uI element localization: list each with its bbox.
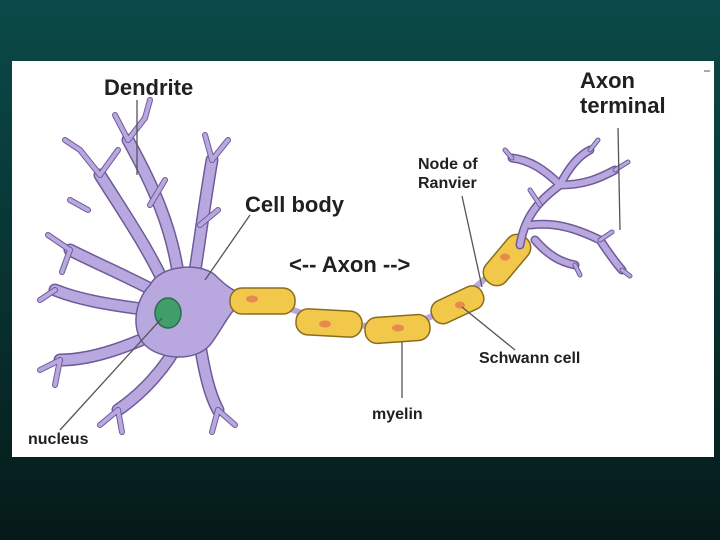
dendrite-label: Dendrite <box>104 75 194 100</box>
axon-terminal-label-line2: terminal <box>580 93 666 118</box>
axon-label: <-- Axon --> <box>289 252 411 277</box>
cell-body-shape <box>135 266 241 358</box>
schwann-nucleus-3 <box>392 324 404 332</box>
myelin-label: myelin <box>372 406 423 423</box>
axon-terminal-label-line1: Axon <box>580 68 635 93</box>
cell-body-leader <box>204 214 251 281</box>
diagram-panel <box>12 61 714 457</box>
schwann-cell-label: Schwann cell <box>479 350 581 367</box>
schwann-nucleus-5 <box>500 253 510 261</box>
cell-body-label: Cell body <box>245 192 345 217</box>
schwann-cell-leader <box>461 306 516 351</box>
axon-terminal <box>502 137 633 279</box>
myelin-segment-1 <box>229 287 296 315</box>
node-of-ranvier-label-line2: Ranvier <box>418 175 477 192</box>
nucleus-leader <box>59 317 163 431</box>
schwann-nucleus-2 <box>319 320 331 328</box>
node-of-ranvier-leader <box>461 195 483 288</box>
node-of-ranvier-label-line1: Node of <box>418 156 478 173</box>
axon-terminal-label: Axon terminal <box>580 68 666 118</box>
myelin-sheath <box>229 233 532 345</box>
schwann-nuclei <box>246 253 510 332</box>
leader-lines <box>59 100 621 431</box>
nucleus-label: nucleus <box>28 431 89 448</box>
schwann-nucleus-1 <box>246 295 258 303</box>
node-of-ranvier-label: Node of Ranvier <box>418 155 478 193</box>
nucleus-shape <box>154 297 182 329</box>
axon-terminal-leader <box>617 127 621 231</box>
